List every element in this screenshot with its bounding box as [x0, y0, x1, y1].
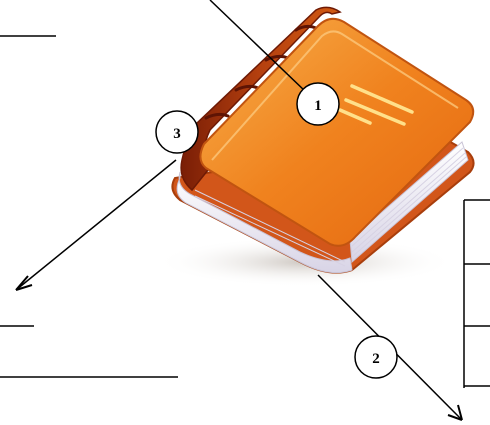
callout-2-label: 2: [372, 351, 380, 367]
book-title-stripes: [338, 84, 414, 126]
callout-3-circle: [155, 110, 199, 154]
callout-3-label: 3: [173, 126, 181, 142]
book-icon: [155, 6, 475, 287]
callout-1-label: 1: [314, 98, 322, 114]
page-lines: [194, 147, 467, 267]
book-cover-highlight: [211, 30, 459, 161]
arrowhead-2: [447, 404, 463, 421]
leader-line-3: [15, 159, 177, 291]
book-front-cover: [199, 17, 475, 247]
arrowhead-3: [15, 275, 33, 291]
callout-2: 2: [354, 335, 398, 379]
callout-2-circle: [354, 335, 398, 379]
callout-3: 3: [155, 110, 199, 154]
book-pages-bottom: [176, 171, 353, 274]
leader-line-1: [209, 0, 307, 93]
callout-1: 1: [296, 82, 340, 126]
callout-1-circle: [296, 82, 340, 126]
